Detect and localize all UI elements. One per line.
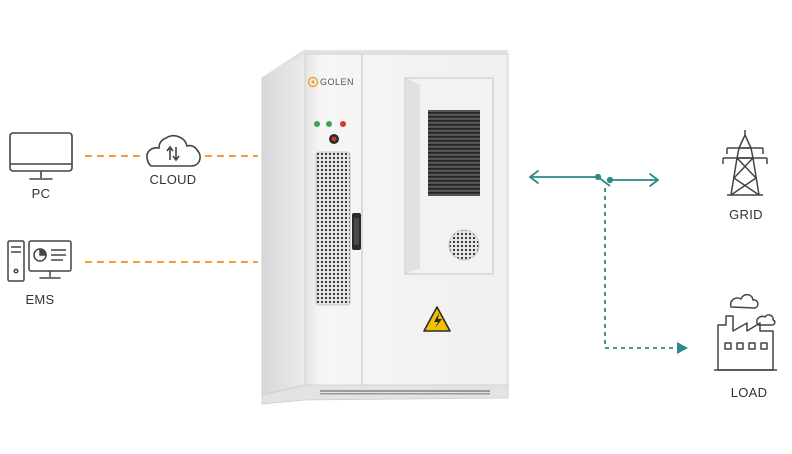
factory-icon bbox=[714, 293, 777, 371]
pc-label: PC bbox=[31, 186, 51, 201]
energy-storage-cabinet: GOLEN bbox=[261, 49, 509, 405]
logo: GOLEN bbox=[307, 76, 354, 88]
high-voltage-warning-icon bbox=[423, 306, 451, 332]
air-conditioner-unit bbox=[404, 77, 494, 275]
door-handle bbox=[352, 213, 361, 250]
load-label: LOAD bbox=[730, 385, 768, 400]
indicator-lights bbox=[314, 121, 346, 144]
ems-label: EMS bbox=[25, 292, 55, 307]
cloud-icon bbox=[146, 135, 201, 167]
cloud-label: CLOUD bbox=[149, 172, 197, 187]
power-flow-lines bbox=[529, 170, 688, 354]
workstation-icon bbox=[7, 240, 72, 282]
brand-text: GOLEN bbox=[320, 77, 354, 87]
vent-grille bbox=[315, 151, 351, 306]
grid-label: GRID bbox=[729, 207, 763, 222]
monitor-icon bbox=[9, 132, 73, 180]
base-vents bbox=[320, 390, 490, 395]
transmission-tower-icon bbox=[722, 130, 768, 196]
